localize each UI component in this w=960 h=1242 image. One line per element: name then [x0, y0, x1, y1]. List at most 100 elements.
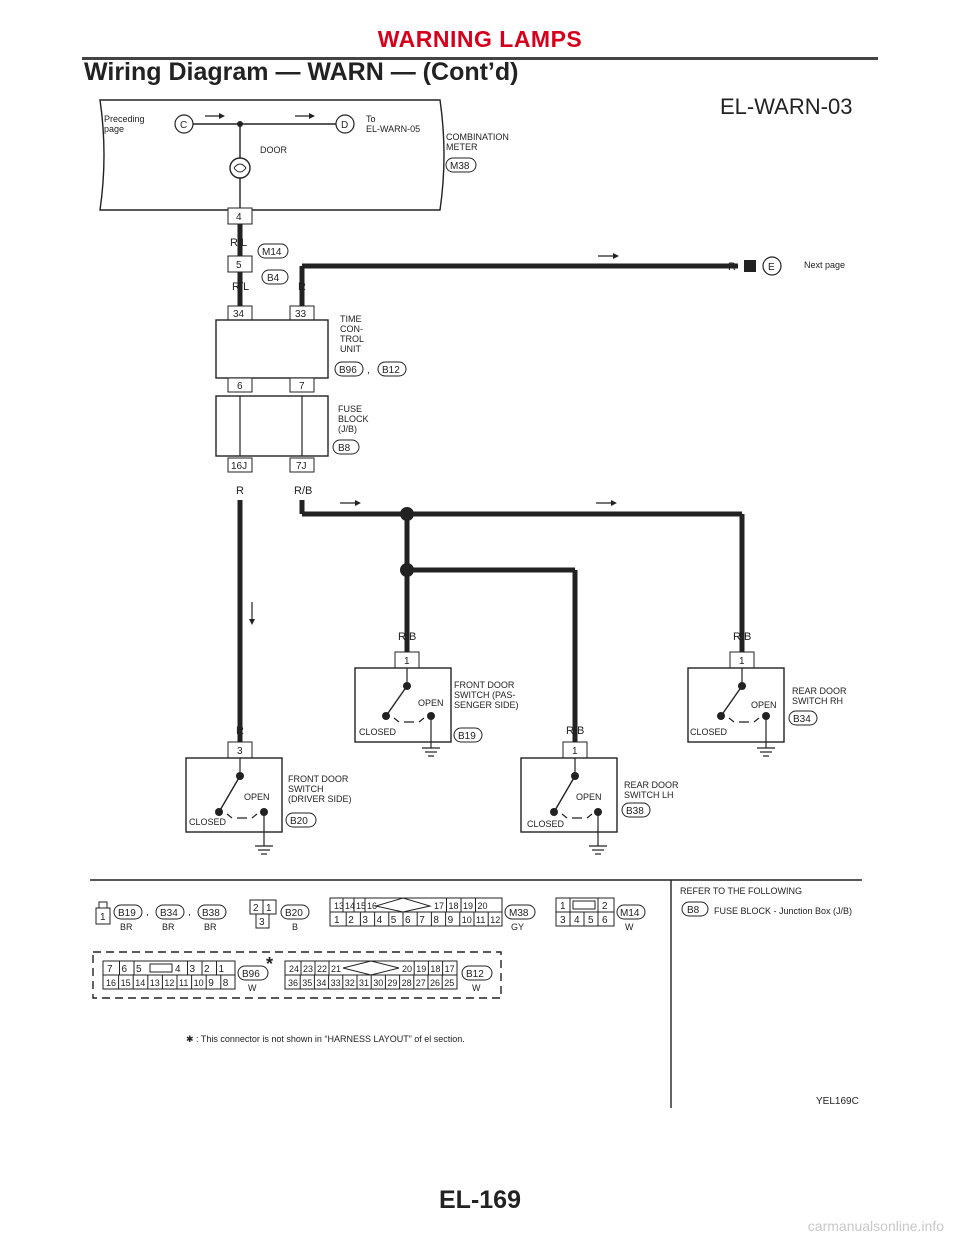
m38-name: M38: [509, 908, 529, 919]
refer-connector-b8: B8: [687, 905, 700, 916]
connector-single-pin: 1 B19 BR , B34 BR , B38 BR: [95, 901, 227, 932]
b96-pin-4: 4: [175, 964, 181, 975]
single-connector-b19: B19: [118, 908, 136, 919]
rear-lh-connector-b38: B38: [626, 806, 644, 817]
joint-connector: 5 M14 B4: [227, 243, 289, 285]
tcu-connector-b96: B96: [339, 365, 357, 376]
b12-pin-25: 25: [444, 978, 454, 988]
b96-pin-14: 14: [135, 978, 145, 988]
b96-pin-15: 15: [121, 978, 131, 988]
m38-pin-1: 1: [334, 915, 340, 926]
unlisted-connectors-box: [92, 951, 502, 999]
m38-pin-15: 15: [356, 901, 366, 911]
m38-pin-10: 10: [462, 915, 472, 925]
diagram-ref-code: YEL169C: [816, 1096, 859, 1107]
b20-pin-3: 3: [259, 917, 265, 928]
m38-color: GY: [511, 922, 524, 932]
b12-pin-26: 26: [430, 978, 440, 988]
joint-connector-b4: B4: [267, 273, 280, 284]
connector-b20: 2 1 3 B20 B: [249, 899, 310, 932]
door-lamp-label: DOOR: [260, 145, 288, 155]
m38-pin-11: 11: [476, 915, 485, 925]
single-connector-separator-1: ,: [146, 907, 149, 918]
wire-rb-main: R/B: [294, 485, 312, 497]
b96-pin-1: 1: [219, 964, 225, 975]
b12-pin-33: 33: [331, 978, 341, 988]
b12-pin-31: 31: [359, 978, 369, 988]
m38-pin-3: 3: [362, 915, 368, 926]
driver-wire: R: [236, 725, 244, 737]
m38-pin-19: 19: [463, 901, 473, 911]
rear-lh-wire: R/B: [566, 725, 584, 737]
meter-pin-4: 4: [236, 212, 242, 223]
b12-pin-21: 21: [331, 964, 341, 974]
b12-pin-18: 18: [430, 964, 440, 974]
refer-fuse-block-text: FUSE BLOCK - Junction Box (J/B): [714, 906, 852, 916]
b12-pin-19: 19: [416, 964, 426, 974]
passenger-pin: 1: [404, 656, 410, 667]
b96-pin-16: 16: [106, 978, 116, 988]
joint-connector-m14: M14: [262, 247, 282, 258]
rear-lh-pin: 1: [572, 746, 578, 757]
m38-pin-20: 20: [478, 901, 488, 911]
m38-pin-14: 14: [345, 901, 355, 911]
fuse-pin-16j: 16J: [231, 461, 247, 472]
m38-pin-12: 12: [490, 915, 500, 925]
joint-pin-5: 5: [236, 260, 242, 271]
b96-pin-5: 5: [136, 964, 142, 975]
single-connector-b34: B34: [160, 908, 178, 919]
single-connector-b38: B38: [202, 908, 220, 919]
passenger-closed-label: CLOSED: [359, 727, 397, 737]
wire-rl-mid: R/L: [232, 281, 249, 293]
m14-pin-2: 2: [602, 901, 608, 912]
m14-pin-1: 1: [560, 901, 566, 912]
wire-r-top: R: [298, 281, 306, 293]
b96-pin-3: 3: [190, 964, 196, 975]
m38-pin-9: 9: [448, 915, 454, 926]
driver-open-label: OPEN: [244, 792, 270, 802]
m38-pin-2: 2: [348, 915, 354, 926]
passenger-connector-b19: B19: [458, 731, 476, 742]
b12-pin-28: 28: [402, 978, 412, 988]
door-warning-lamp-icon: [229, 157, 251, 179]
b12-pin-22: 22: [317, 964, 327, 974]
m14-pin-5: 5: [588, 915, 594, 926]
m38-pin-7: 7: [419, 915, 425, 926]
single-connector-separator-2: ,: [188, 907, 191, 918]
single-connector-b34-color: BR: [162, 922, 175, 932]
driver-closed-label: CLOSED: [189, 817, 227, 827]
b12-pin-35: 35: [302, 978, 312, 988]
fuse-connector-b8: B8: [338, 443, 351, 454]
b20-color: B: [292, 922, 298, 932]
single-connector-b38-color: BR: [204, 922, 217, 932]
point-d-marker: [335, 114, 355, 134]
m38-pin-8: 8: [433, 915, 439, 926]
single-connector-pin: 1: [100, 912, 106, 923]
point-d: D: [341, 120, 348, 131]
m38-pin-6: 6: [405, 915, 411, 926]
m14-pin-4: 4: [574, 915, 580, 926]
b20-name: B20: [285, 908, 303, 919]
b20-pin-1: 1: [266, 903, 272, 914]
rear-rh-closed-label: CLOSED: [690, 727, 728, 737]
b12-name: B12: [466, 969, 484, 980]
refer-title: REFER TO THE FOLLOWING: [680, 886, 802, 896]
driver-connector-b20: B20: [290, 816, 308, 827]
m38-pin-16: 16: [367, 901, 377, 911]
section-title: WARNING LAMPS: [377, 26, 583, 52]
